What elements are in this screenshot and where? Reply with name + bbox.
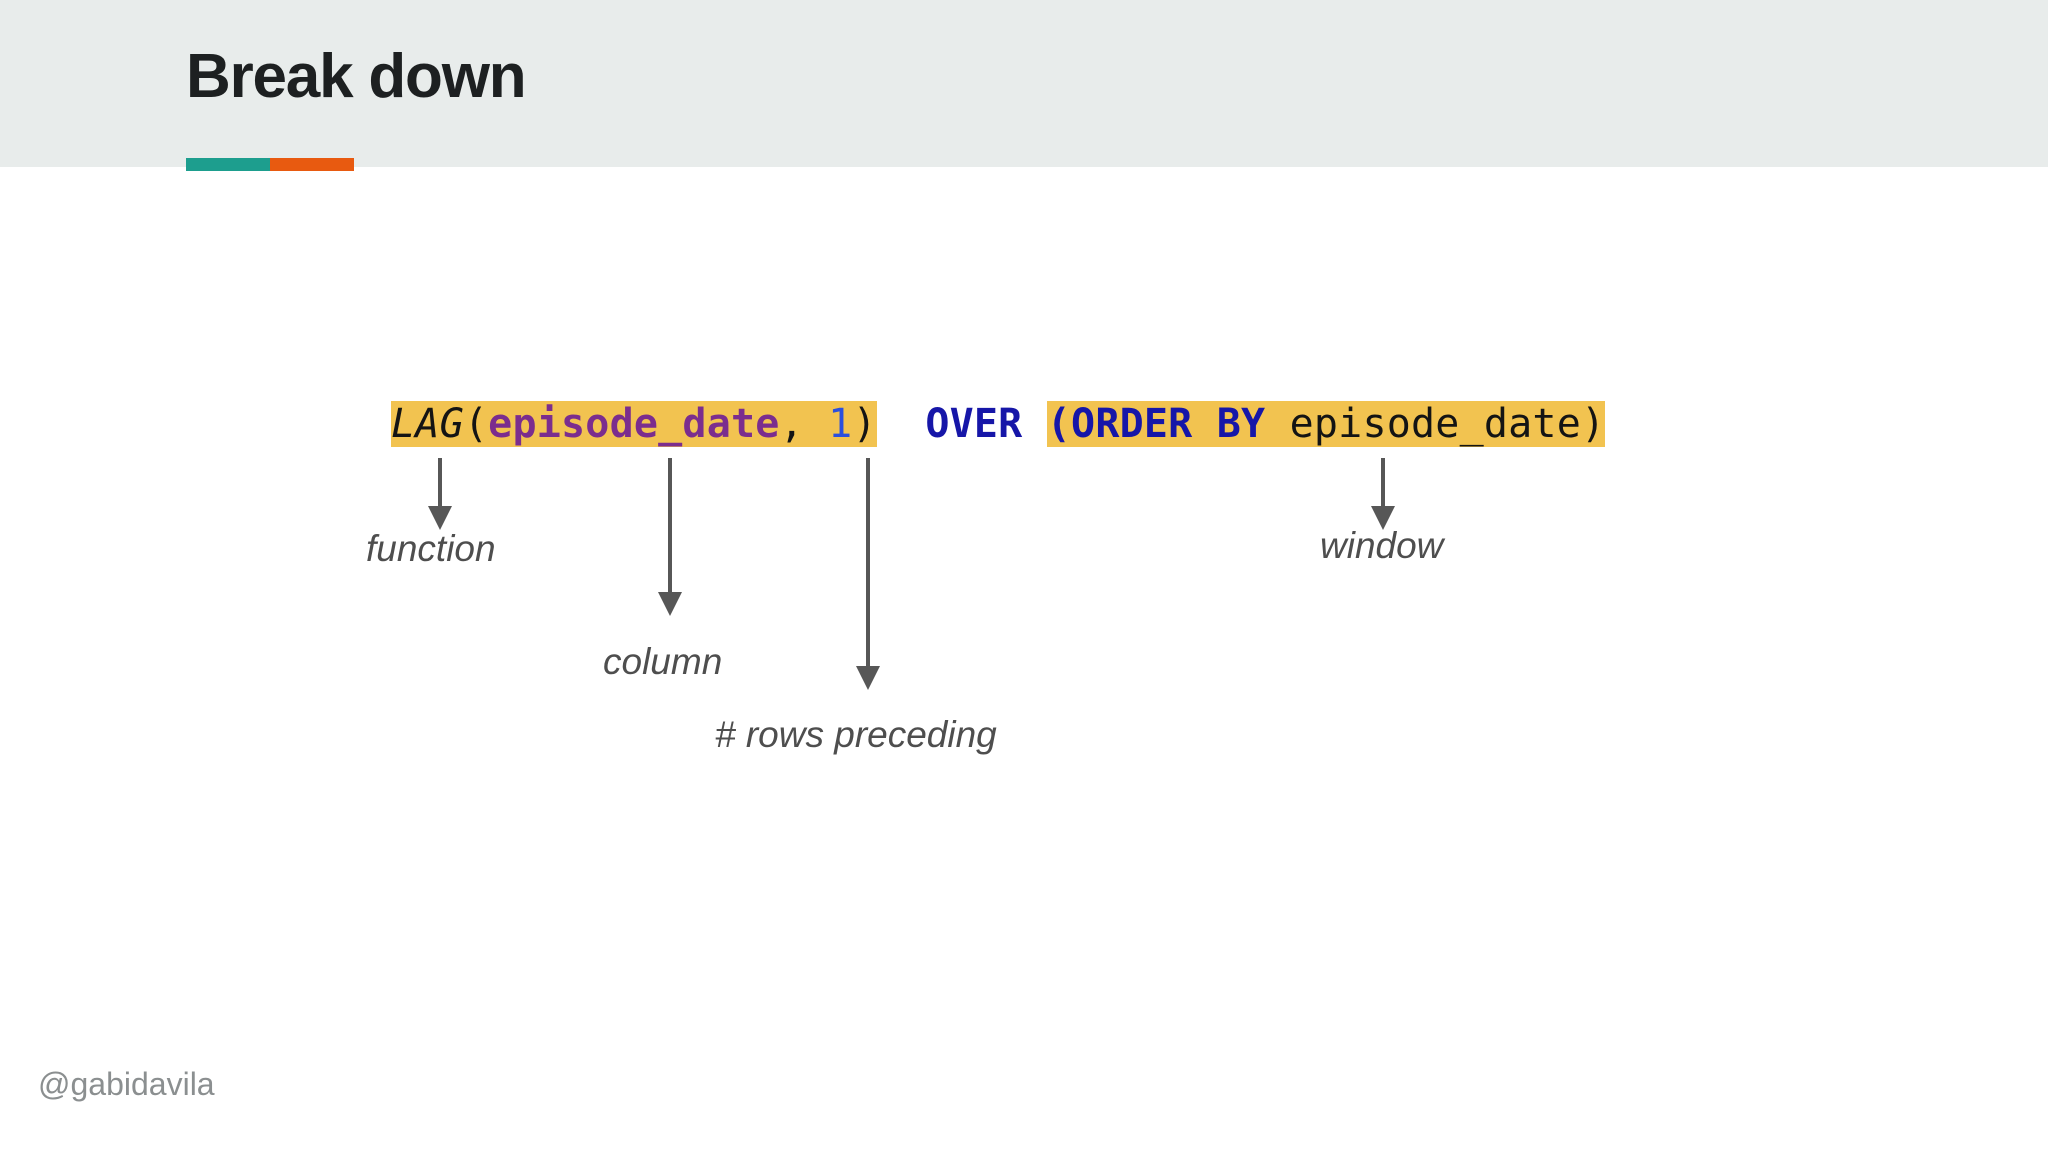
page-title: Break down bbox=[186, 42, 527, 111]
arrow-shaft bbox=[668, 458, 672, 594]
annotation-label-function: function bbox=[366, 528, 496, 569]
code-token-close-paren-2: ) bbox=[1581, 401, 1606, 447]
arrow-shaft bbox=[866, 458, 870, 668]
annotation-label-window: window bbox=[1320, 525, 1444, 566]
code-token-open-paren-2: ( bbox=[1046, 401, 1072, 447]
code-token-gap-1 bbox=[877, 401, 926, 447]
code-token-column-2: episode_date bbox=[1289, 401, 1581, 447]
sql-code-line: LAG(episode_date, 1) OVER (ORDER BY epis… bbox=[391, 397, 1606, 451]
code-token-space-2 bbox=[1265, 401, 1290, 447]
arrow-head-icon bbox=[1371, 506, 1395, 530]
code-token-column-1: episode_date bbox=[488, 401, 780, 447]
arrow-shaft bbox=[438, 458, 442, 508]
code-token-offset: 1 bbox=[828, 401, 853, 447]
code-token-gap-2 bbox=[1022, 401, 1046, 447]
arrow-head-icon bbox=[428, 506, 452, 530]
annotation-arrow-function bbox=[428, 458, 452, 530]
annotation-arrow-rows-preceding bbox=[856, 458, 880, 690]
code-token-order-by: ORDER BY bbox=[1071, 401, 1266, 447]
code-token-space-1 bbox=[803, 401, 829, 447]
annotation-label-rows-preceding: # rows preceding bbox=[715, 714, 997, 755]
accent-rule-teal-segment bbox=[186, 158, 270, 171]
annotation-arrow-column bbox=[658, 458, 682, 616]
slide-header-band bbox=[0, 0, 2048, 167]
code-token-close-paren-1: ) bbox=[852, 401, 877, 447]
arrow-head-icon bbox=[658, 592, 682, 616]
annotation-label-column: column bbox=[603, 641, 723, 682]
arrow-head-icon bbox=[856, 666, 880, 690]
author-handle: @gabidavila bbox=[38, 1066, 215, 1102]
accent-rule-orange-segment bbox=[270, 158, 354, 171]
code-token-over: OVER bbox=[925, 401, 1023, 447]
code-token-open-paren-1: ( bbox=[463, 401, 489, 447]
code-token-comma: , bbox=[779, 401, 804, 447]
arrow-shaft bbox=[1381, 458, 1385, 508]
annotation-arrow-window bbox=[1371, 458, 1395, 530]
accent-rule bbox=[186, 158, 354, 171]
code-token-lag: LAG bbox=[391, 401, 464, 447]
